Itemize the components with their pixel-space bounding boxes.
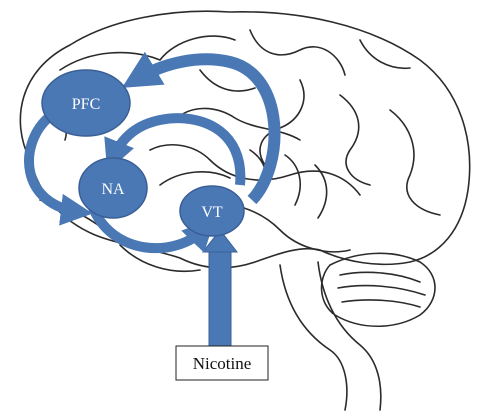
arrow-vt-to-pfc: [121, 51, 281, 205]
arrow-pfc-to-na: [24, 114, 93, 226]
arrow-na-to-vt: [87, 203, 215, 254]
node-vt: VT: [179, 185, 245, 237]
node-pfc-label: PFC: [72, 96, 100, 113]
node-vt-label: VT: [201, 204, 223, 221]
node-na-label: NA: [101, 181, 125, 198]
arrow-vt-to-na: [104, 113, 246, 186]
nicotine-label: Nicotine: [193, 354, 252, 373]
node-na: NA: [78, 157, 148, 219]
nicotine-box: Nicotine: [175, 345, 269, 381]
nicotine-arrow: [201, 229, 239, 347]
node-pfc: PFC: [41, 69, 131, 137]
